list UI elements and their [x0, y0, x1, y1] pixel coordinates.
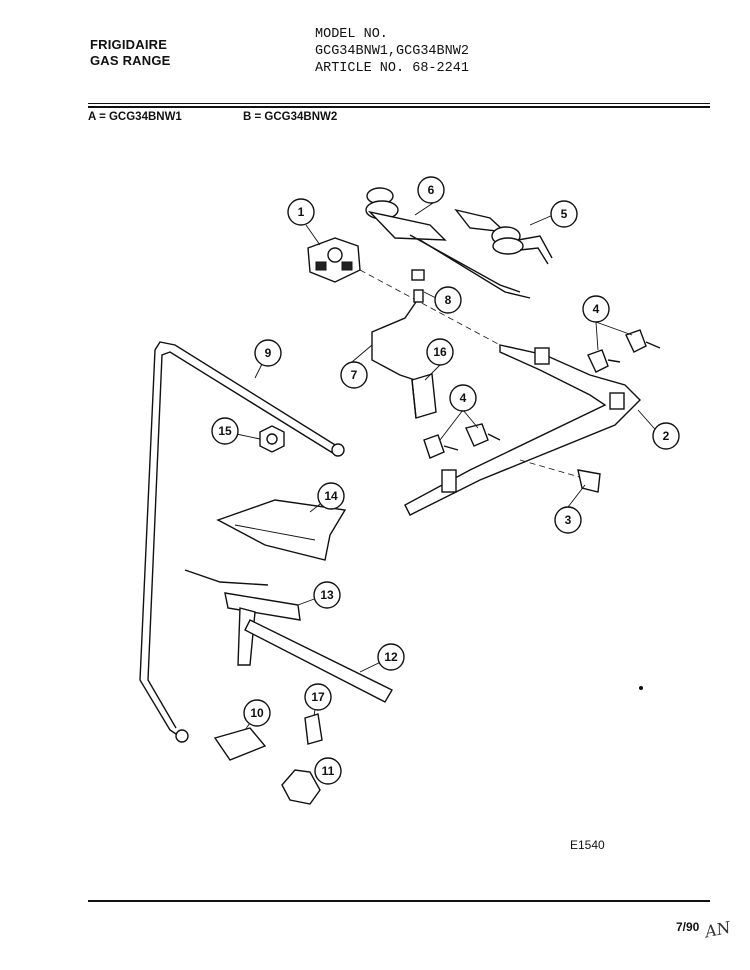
- callout-4-lower: 4: [449, 384, 477, 412]
- part-2-manifold: [404, 344, 641, 516]
- model-numbers: GCG34BNW1,GCG34BNW2: [315, 44, 469, 59]
- svg-text:6: 6: [428, 183, 435, 197]
- svg-text:3: 3: [565, 513, 572, 527]
- callout-2: 2: [652, 422, 680, 450]
- part-17-clip: [304, 713, 323, 745]
- svg-text:16: 16: [433, 345, 447, 359]
- svg-text:5: 5: [561, 207, 568, 221]
- header-rule-thick: [88, 106, 710, 108]
- part-11-bracket: [281, 769, 321, 805]
- speck: [639, 686, 643, 690]
- callout-5: 5: [550, 200, 578, 228]
- svg-text:4: 4: [460, 391, 467, 405]
- callout-1: 1: [287, 198, 315, 226]
- callout-3: 3: [554, 506, 582, 534]
- svg-text:8: 8: [445, 293, 452, 307]
- svg-text:7: 7: [351, 368, 358, 382]
- part-12-burner-bar: [244, 619, 393, 703]
- svg-text:13: 13: [320, 588, 334, 602]
- part-5-burner: [454, 208, 553, 265]
- part-3-bracket: [577, 469, 601, 493]
- callout-17: 17: [304, 683, 332, 711]
- model-block: MODEL NO. GCG34BNW1,GCG34BNW2 ARTICLE NO…: [315, 26, 469, 77]
- part-13-oven-burner: [184, 569, 301, 666]
- part-4-valves-lower: [423, 423, 501, 459]
- callout-8: 8: [434, 286, 462, 314]
- callout-7: 7: [340, 361, 368, 389]
- legend-a: A = GCG34BNW1: [88, 111, 182, 123]
- svg-text:12: 12: [384, 650, 398, 664]
- part-6-burner: [365, 187, 531, 299]
- footer-rule-thick: [88, 900, 710, 902]
- callout-9: 9: [254, 339, 282, 367]
- callout-12: 12: [377, 643, 405, 671]
- part-8-orifice: [411, 269, 425, 303]
- svg-text:4: 4: [593, 302, 600, 316]
- svg-text:14: 14: [324, 489, 338, 503]
- part-7-tubing: [371, 301, 417, 381]
- part-10-igniter: [213, 727, 267, 761]
- callout-10: 10: [243, 699, 271, 727]
- diagram-code: E1540: [570, 838, 605, 852]
- callout-16: 16: [426, 338, 454, 366]
- article-number: ARTICLE NO. 68-2241: [315, 61, 469, 76]
- svg-text:2: 2: [663, 429, 670, 443]
- brand-name: FRIGIDAIRE: [90, 37, 168, 52]
- callout-6: 6: [417, 176, 445, 204]
- part-15-nut: [259, 425, 285, 453]
- svg-text:9: 9: [265, 346, 272, 360]
- part-14-heat-shield: [216, 499, 347, 561]
- callout-15: 15: [211, 417, 239, 445]
- part-4-valves-upper: [587, 329, 661, 373]
- callout-14: 14: [317, 482, 345, 510]
- legend-b: B = GCG34BNW2: [243, 111, 338, 123]
- callout-4-upper: 4: [582, 295, 610, 323]
- model-label: MODEL NO.: [315, 27, 388, 42]
- svg-text:17: 17: [311, 690, 325, 704]
- product-type: GAS RANGE: [90, 53, 171, 68]
- header-rule-thin: [88, 103, 710, 104]
- svg-text:11: 11: [322, 764, 335, 778]
- part-1-valve: [307, 237, 361, 283]
- brand-block: FRIGIDAIRE GAS RANGE: [90, 37, 171, 69]
- svg-text:10: 10: [250, 706, 264, 720]
- callout-13: 13: [313, 581, 341, 609]
- svg-text:15: 15: [218, 424, 232, 438]
- svg-text:1: 1: [298, 205, 305, 219]
- part-16-ignition-box: [411, 373, 437, 419]
- part-9-gas-line: [139, 341, 341, 741]
- revision-date: 7/90: [676, 920, 700, 934]
- callout-11: 11: [314, 757, 342, 785]
